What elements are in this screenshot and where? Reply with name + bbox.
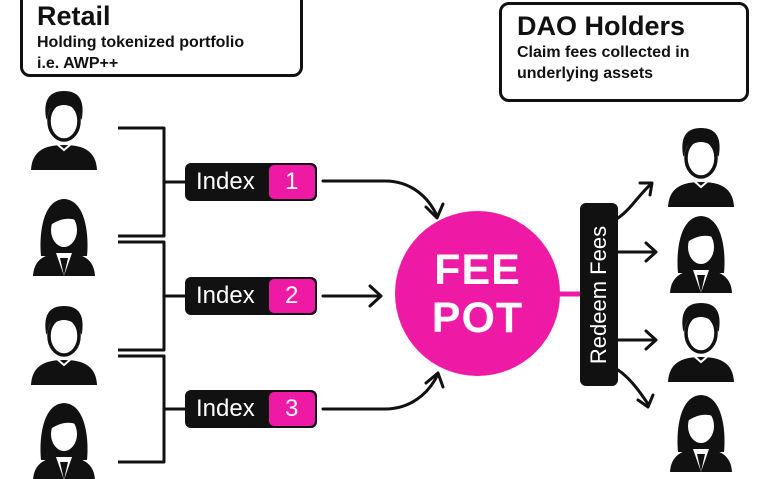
dao-subtitle-2: underlying assets: [517, 65, 654, 82]
fee-pot: FEE POT: [395, 211, 560, 376]
index-3-label: Index: [196, 395, 255, 422]
dao-holders-box: DAO Holders Claim fees collected in unde…: [499, 2, 749, 102]
index-3-pill: Index 3: [185, 390, 317, 428]
index-1-pill: Index 1: [185, 163, 317, 201]
dao-subtitle-1: Claim fees collected in: [517, 44, 690, 61]
dao-title: DAO Holders: [517, 11, 686, 41]
dao-holder-1-male-user-icon: [666, 127, 736, 207]
dao-holder-2-female-user-icon: [670, 216, 732, 293]
index-2-pill: Index 2: [185, 277, 317, 315]
redeem-fees-label: Redeem Fees: [586, 225, 611, 364]
dao-holder-3-male-user-icon: [666, 302, 736, 382]
retail-subtitle-2: i.e. AWP++: [37, 55, 119, 72]
bracket-index-3: [118, 354, 166, 464]
arrow-redeem-to-holder-4: [616, 368, 650, 406]
redeem-fees-bar: Redeem Fees: [580, 203, 618, 386]
fee-pot-line-2: POT: [431, 293, 524, 342]
fee-pot-line-1: FEE: [434, 245, 521, 294]
arrow-redeem-to-holder-1: [616, 183, 652, 220]
retail-title: Retail: [37, 1, 111, 31]
retail-user-4-female-user-icon: [33, 403, 95, 479]
index-1-number: 1: [268, 165, 315, 199]
index-3-number: 3: [268, 392, 315, 426]
bracket-index-1: [118, 126, 166, 238]
arrow-index-3-to-pot: [321, 374, 439, 411]
index-1-label: Index: [196, 168, 255, 195]
arrow-index-1-to-pot: [321, 179, 439, 218]
retail-user-2-female-user-icon: [33, 199, 95, 276]
dao-holder-4-female-user-icon: [670, 395, 732, 472]
index-2-number: 2: [268, 279, 315, 313]
retail-subtitle-1: Holding tokenized portfolio: [37, 34, 245, 51]
bracket-index-2: [118, 240, 166, 352]
index-2-label: Index: [196, 282, 255, 309]
retail-box: Retail Holding tokenized portfolio i.e. …: [20, 0, 303, 77]
retail-user-1-male-user-icon: [29, 90, 99, 170]
retail-user-3-male-user-icon: [29, 305, 99, 385]
